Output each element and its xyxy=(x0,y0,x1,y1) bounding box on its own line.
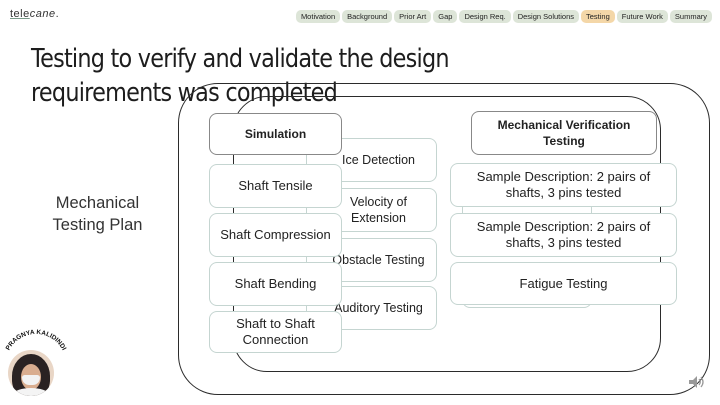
verification-item-sample-1: Sample Description: 2 pairs of shafts, 3… xyxy=(450,163,677,207)
brand-logo: telecane. xyxy=(10,8,59,20)
logo-part-tele: tele xyxy=(10,8,30,20)
presenter-name: PRAGNYA KALIDINDI xyxy=(5,329,68,352)
svg-text:PRAGNYA KALIDINDI: PRAGNYA KALIDINDI xyxy=(5,329,68,352)
tab-testing[interactable]: Testing xyxy=(581,10,615,23)
section-nav: Motivation Background Prior Art Gap Desi… xyxy=(295,10,712,23)
verification-item-fatigue: Fatigue Testing xyxy=(450,262,677,305)
plan-label: Mechanical Testing Plan xyxy=(52,194,143,234)
tab-prior-art[interactable]: Prior Art xyxy=(394,10,432,23)
logo-dot: . xyxy=(55,8,60,20)
simulation-item-shaft-connection: Shaft to Shaft Connection xyxy=(209,311,342,353)
tab-design-solutions[interactable]: Design Solutions xyxy=(512,10,580,23)
simulation-item-shaft-bending: Shaft Bending xyxy=(209,262,342,306)
verification-item-sample-2: Sample Description: 2 pairs of shafts, 3… xyxy=(450,213,677,257)
presenter-avatar xyxy=(8,350,54,396)
verification-header: Mechanical Verification Testing xyxy=(471,111,657,155)
speaker-icon[interactable] xyxy=(686,372,706,392)
tab-motivation[interactable]: Motivation xyxy=(295,10,341,23)
simulation-header: Simulation xyxy=(209,113,342,155)
outer-frame xyxy=(178,83,710,395)
tab-gap[interactable]: Gap xyxy=(433,10,458,23)
tab-future-work[interactable]: Future Work xyxy=(616,10,668,23)
tab-background[interactable]: Background xyxy=(342,10,393,23)
presenter-name-arc: PRAGNYA KALIDINDI xyxy=(5,329,68,352)
simulation-item-shaft-compression: Shaft Compression xyxy=(209,213,342,257)
tab-summary[interactable]: Summary xyxy=(669,10,712,23)
tab-design-req[interactable]: Design Req. xyxy=(459,10,511,23)
simulation-item-shaft-tensile: Shaft Tensile xyxy=(209,164,342,208)
logo-part-cane: cane xyxy=(29,8,56,20)
